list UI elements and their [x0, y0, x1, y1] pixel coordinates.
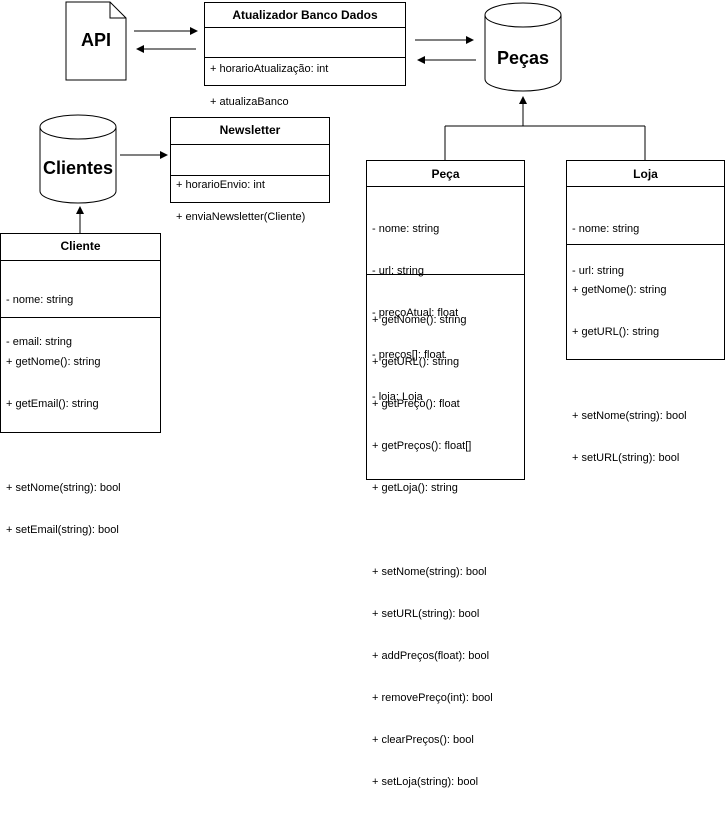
class-title: Loja — [633, 167, 658, 181]
attribute: + horarioAtualização: int — [210, 63, 329, 75]
arrowhead — [160, 151, 168, 159]
method-spacer — [572, 367, 687, 381]
attribute: - url: string — [572, 265, 624, 277]
api-label: API — [80, 30, 111, 50]
loja-class[interactable]: Loja - nome: string - url: string + getN… — [566, 160, 725, 464]
attribute: - url: string — [372, 265, 424, 277]
arrowhead — [190, 27, 198, 35]
method: + setEmail(string): bool — [6, 524, 119, 536]
attribute: + horarioEnvio: int — [176, 179, 265, 191]
method: + getURL(): string — [372, 356, 460, 368]
pecas-label: Peças — [496, 48, 550, 68]
method-spacer — [372, 523, 493, 537]
divider — [567, 186, 724, 187]
method: + setNome(string): bool — [572, 410, 687, 422]
methods-list: + atualizaBanco — [210, 67, 289, 137]
attribute: - nome: string — [6, 294, 74, 306]
api-document-shape — [65, 1, 127, 81]
method: + getNome(): string — [572, 284, 667, 296]
class-title: Atualizador Banco Dados — [232, 8, 378, 22]
divider — [171, 144, 329, 145]
cliente-class[interactable]: Cliente - nome: string - email: string +… — [0, 233, 161, 536]
method-spacer — [6, 439, 121, 453]
method: + getLoja(): string — [372, 482, 458, 494]
attribute: - nome: string — [372, 223, 440, 235]
methods-list: + getNome(): string + getURL(): string +… — [572, 255, 687, 493]
attribute: - preçoAtual: float — [372, 307, 459, 319]
class-title: Peça — [431, 167, 460, 181]
arrowhead — [466, 36, 474, 44]
method: + addPreços(float): bool — [372, 650, 490, 662]
method: + setNome(string): bool — [372, 566, 487, 578]
attributes-list: - nome: string - url: string - preçoAtua… — [372, 194, 458, 432]
divider — [1, 260, 160, 261]
method: + getNome(): string — [372, 314, 467, 326]
updater-class[interactable]: Atualizador Banco Dados + horarioAtualiz… — [204, 2, 406, 108]
divider — [1, 317, 160, 318]
divider — [567, 244, 724, 245]
methods-list: + enviaNewsletter(Cliente) — [176, 182, 305, 252]
divider — [205, 57, 405, 58]
attribute: - email: string — [6, 336, 73, 348]
arrowhead — [136, 45, 144, 53]
arrowhead — [417, 56, 425, 64]
attributes-list: - nome: string - email: string — [6, 265, 73, 377]
method: + removePreço(int): bool — [372, 692, 493, 704]
arrowhead — [76, 206, 84, 214]
divider — [367, 186, 524, 187]
method: + setURL(string): bool — [372, 608, 480, 620]
method: + getPreços(): float[] — [372, 440, 472, 452]
method: + getNome(): string — [6, 356, 101, 368]
class-title: Cliente — [60, 239, 101, 253]
arrowhead — [519, 96, 527, 104]
method: + setLoja(string): bool — [372, 776, 479, 788]
divider — [171, 175, 329, 176]
methods-list: + getNome(): string + getEmail(): string… — [6, 327, 121, 565]
divider — [367, 274, 524, 275]
method: + getEmail(): string — [6, 398, 99, 410]
attribute: - nome: string — [572, 223, 640, 235]
clientes-label: Clientes — [42, 158, 114, 178]
method: + getURL(): string — [572, 326, 660, 338]
attribute: - preços[]: float — [372, 349, 445, 361]
attributes-list: + horarioEnvio: int — [176, 150, 265, 220]
method: + atualizaBanco — [210, 96, 289, 108]
methods-list: + getNome(): string + getURL(): string +… — [372, 285, 493, 817]
method: + enviaNewsletter(Cliente) — [176, 211, 306, 223]
attributes-list: - nome: string - url: string — [572, 194, 639, 306]
clientes-database-shape — [39, 114, 117, 204]
method: + getPreço(): float — [372, 398, 460, 410]
diagram-canvas — [39, 1, 646, 233]
class-title: Newsletter — [219, 123, 281, 137]
attributes-list: + horarioAtualização: int — [210, 34, 328, 104]
method: + setNome(string): bool — [6, 482, 121, 494]
divider — [205, 27, 405, 28]
newsletter-class[interactable]: Newsletter + horarioEnvio: int + enviaNe… — [170, 117, 330, 223]
method: + setURL(string): bool — [572, 452, 680, 464]
attribute: - loja: Loja — [372, 391, 423, 403]
method: + clearPreços(): bool — [372, 734, 474, 746]
pecas-database-shape — [484, 2, 562, 92]
peca-class[interactable]: Peça - nome: string - url: string - preç… — [366, 160, 525, 788]
